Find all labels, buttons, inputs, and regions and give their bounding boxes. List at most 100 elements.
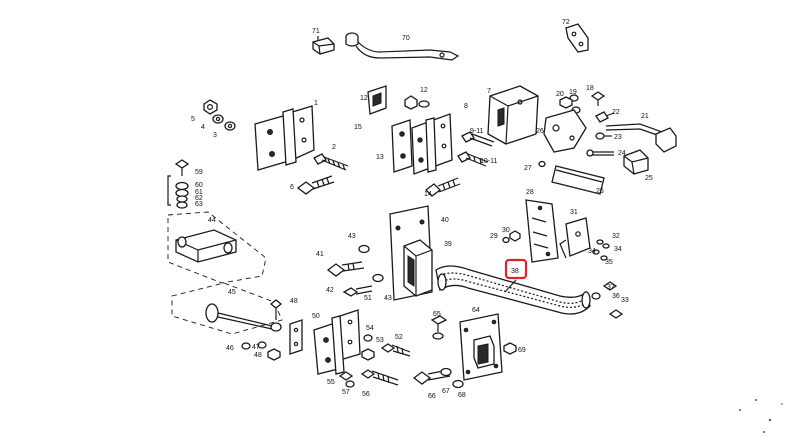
part-39-check-housing — [403, 239, 433, 297]
callout-46: 46 — [226, 345, 234, 352]
part-14-screw — [425, 177, 461, 197]
part-24-screw — [586, 149, 614, 157]
part-2-screw — [313, 153, 349, 171]
part-9-screw — [461, 131, 495, 147]
callout-65: 65 — [433, 311, 441, 318]
part-13-hinge-half — [391, 119, 413, 173]
callout-56: 56 — [362, 391, 370, 398]
part-43-washer — [358, 244, 370, 254]
part-45-check-rod — [205, 303, 282, 332]
part-4-washer — [212, 114, 224, 124]
callout-14: 14 — [424, 191, 432, 198]
callout-12b: 12 — [420, 87, 428, 94]
part-3-washer — [224, 121, 236, 131]
callout-70: 70 — [402, 35, 410, 42]
part-43b-washer — [372, 273, 384, 283]
callout-25b: 25 — [596, 188, 604, 195]
part-8-hinge — [411, 113, 453, 175]
part-71-bumper-block — [312, 36, 335, 55]
callout-12: 12 — [360, 95, 368, 102]
part-49-bolt — [269, 299, 283, 320]
callout-13: 13 — [376, 154, 384, 161]
callout-33: 33 — [621, 297, 629, 304]
part-27-washer — [538, 160, 546, 168]
part-12-nut — [404, 95, 418, 110]
part-28-plate — [551, 165, 605, 195]
part-72-bracket — [565, 23, 589, 53]
part-20-nut — [559, 96, 573, 109]
callout-37: 37 — [607, 284, 615, 291]
part-65-bolt — [430, 315, 448, 332]
callout-6: 6 — [290, 184, 294, 191]
part-54-washer — [363, 334, 373, 342]
callout-19: 19 — [569, 89, 577, 96]
callout-44: 44 — [208, 217, 216, 224]
dashed-outline-44 — [167, 211, 267, 284]
callout-50: 50 — [312, 313, 320, 320]
part-28-striker-plate — [525, 199, 559, 263]
part-5-nut — [203, 99, 218, 115]
part-6-screw — [296, 175, 335, 195]
callout-55: 55 — [327, 379, 335, 386]
part-41-bolt — [326, 261, 365, 277]
callout-20: 20 — [556, 91, 564, 98]
part-38-check-strap — [435, 265, 591, 315]
part-69-nut — [503, 342, 517, 355]
leader-38 — [504, 279, 517, 293]
callout-3: 3 — [213, 132, 217, 139]
callout-48-upper: 48 — [290, 298, 298, 305]
callout-42: 42 — [326, 287, 334, 294]
callout-25: 25 — [645, 175, 653, 182]
part-36-washer — [591, 292, 601, 300]
part-washer-65 — [432, 332, 444, 340]
part-50-hinge-plate — [289, 319, 303, 355]
part-57-washer — [345, 380, 355, 388]
part-64-mounting-plate — [459, 313, 503, 381]
part-47-washer — [257, 341, 267, 349]
part-18-bolt — [590, 91, 606, 106]
callout-21: 21 — [641, 113, 649, 120]
callout-69: 69 — [518, 347, 526, 354]
part-53-nut — [361, 348, 375, 361]
part-washers-13 — [418, 100, 430, 108]
part-59-bolt — [174, 159, 190, 176]
callout-38-highlighted: 38 — [511, 268, 519, 275]
part-37-bolt — [602, 281, 618, 291]
callout-47: 47 — [252, 344, 260, 351]
part-1-door-hinge — [254, 105, 315, 171]
part-22-bolt — [595, 111, 615, 123]
callout-34b: 34 — [588, 248, 596, 255]
callout-5: 5 — [191, 116, 195, 123]
callout-62: 62 — [195, 195, 203, 202]
callout-22: 22 — [612, 109, 620, 116]
callout-52: 52 — [395, 334, 403, 341]
callout-60: 60 — [195, 182, 203, 189]
callout-57: 57 — [342, 389, 350, 396]
part-31-bracket — [559, 217, 591, 259]
part-15-bracket — [367, 85, 387, 115]
callout-40: 40 — [441, 217, 449, 224]
callout-30: 30 — [502, 227, 510, 234]
callout-4: 4 — [201, 124, 205, 131]
callout-64: 64 — [472, 307, 480, 314]
callout-36: 36 — [612, 293, 620, 300]
callout-8: 8 — [464, 103, 468, 110]
callout-34: 34 — [614, 246, 622, 253]
part-7-door-bracket — [487, 85, 539, 145]
callout-31: 31 — [570, 209, 578, 216]
part-23-pin — [595, 132, 612, 140]
callout-59: 59 — [195, 169, 203, 176]
callout-71: 71 — [312, 28, 320, 35]
part-55-screw — [338, 371, 354, 381]
callout-43b: 43 — [384, 295, 392, 302]
part-67-washer — [440, 367, 452, 377]
callout-10-11: 10-11 — [480, 158, 497, 165]
callout-24: 24 — [618, 150, 626, 157]
highlight-box-38 — [504, 258, 528, 280]
callout-63: 63 — [195, 201, 203, 208]
callout-45: 45 — [228, 289, 236, 296]
part-46-washer — [241, 342, 251, 350]
callout-29: 29 — [490, 233, 498, 240]
